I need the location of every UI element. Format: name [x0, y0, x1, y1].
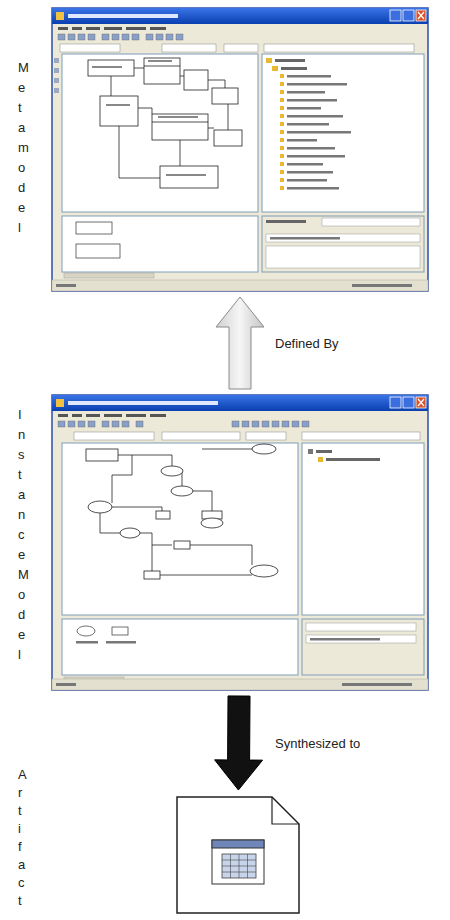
artifact-document: Artifact	[176, 796, 300, 914]
instance-model-window: Instance Model	[52, 395, 428, 690]
metamodel-screenshot	[52, 8, 428, 291]
metamodel-window: Metamodel	[52, 8, 428, 291]
block-arrow	[215, 696, 263, 790]
instance-screenshot	[52, 395, 428, 690]
block-arrow	[216, 297, 264, 389]
artifact-icon	[177, 797, 299, 913]
vertical-heading: Artifact	[18, 766, 19, 910]
edge-label: Defined By	[272, 335, 342, 352]
vertical-heading: Metamodel	[18, 58, 19, 238]
vertical-heading: Instance Model	[18, 405, 19, 665]
edge-label: Synthesized to	[272, 735, 363, 752]
